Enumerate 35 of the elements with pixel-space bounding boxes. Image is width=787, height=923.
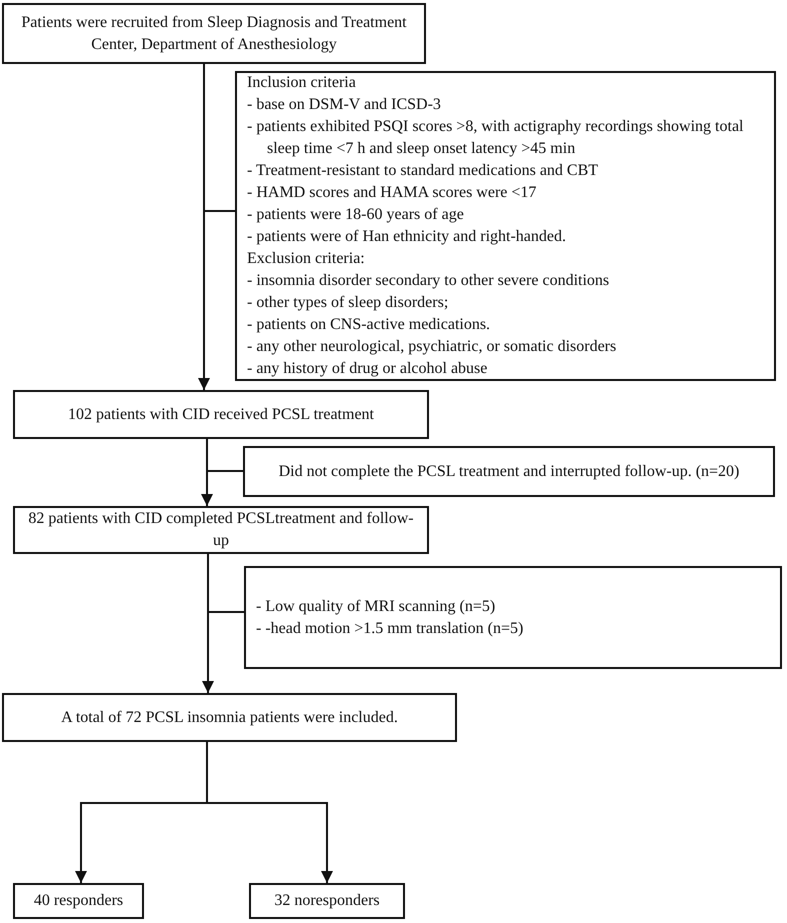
process-box [13,390,429,439]
criteria-box [235,71,776,381]
list-item: - HAMD scores and HAMA scores were <17 [247,183,536,203]
box-text: 40 responders [34,891,124,911]
list-item: - any history of drug or alcohol abuse [247,359,488,379]
list-item: - -head motion >1.5 mm translation (n=5) [256,618,524,638]
connector-line [206,439,243,472]
section-heading: Exclusion criteria: [247,249,365,269]
list-item: - other types of sleep disorders; [247,293,448,313]
outcome-box [249,883,405,919]
list-item: - patients were 18-60 years of age [247,205,464,225]
section-heading: Inclusion criteria [247,73,356,93]
list-item: - patients were of Han ethnicity and right-handed. [247,227,566,247]
box-text: 82 patients with CID completed PCSLtreatment and follow-up [27,509,415,551]
box-text: 32 noresponders [274,891,380,911]
list-item: - Treatment-resistant to standard medications and CBT [247,161,598,181]
arrow [206,742,333,883]
box-text: A total of 72 PCSL insomnia patients were included. [61,708,398,728]
list-item: - patients on CNS-active medications. [247,315,490,335]
connector-line [207,554,244,613]
list-item: - Low quality of MRI scanning (n=5) [256,596,496,616]
process-box [2,693,457,742]
exclusion-box [244,566,782,669]
process-box [13,506,429,554]
box-text: 102 patients with CID received PCSL treatment [68,404,374,424]
box-text: Patients were recruited from Sleep Diagnosis and Treatment Center, Department of Anesthesiology [20,12,408,54]
list-item: - base on DSM-V and ICSD-3 [247,95,441,115]
process-box [2,3,426,64]
list-item: - patients exhibited PSQI scores >8, with actigraphy recordings showing total sleep time <7 h and sleep onset latency >45 min [247,117,744,159]
outcome-box [13,883,144,919]
box-text: Did not complete the PCSL treatment and interrupted follow-up. (n=20) [278,462,740,482]
exclusion-box [243,446,775,497]
list-item: - insomnia disorder secondary to other severe conditions [247,271,610,291]
list-item: - any other neurological, psychiatric, or somatic disorders [247,337,616,357]
connector-line [203,64,235,212]
